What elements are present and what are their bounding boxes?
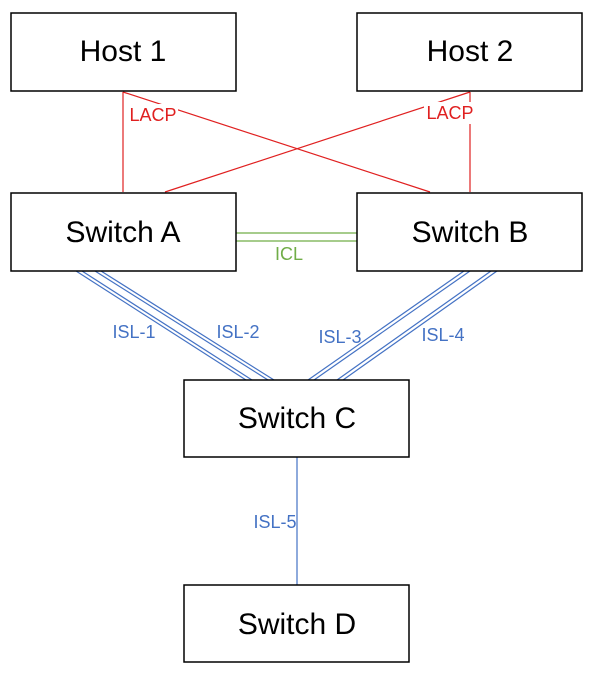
- switch-a-label: Switch A: [65, 216, 180, 249]
- switch-b-label: Switch B: [412, 216, 529, 249]
- isl-4-label: ISL-4: [421, 325, 464, 345]
- isl-1-link: [75, 270, 253, 381]
- lacp-right-label-bg: [424, 102, 476, 124]
- isl-5-label: ISL-5: [253, 512, 296, 532]
- lacp-link-host2-switch-a: [164, 91, 471, 193]
- isl-2-link: [94, 270, 275, 381]
- isl-3-link: [307, 270, 471, 381]
- switch-c-label: Switch C: [238, 402, 356, 435]
- isl-2-label: ISL-2: [216, 322, 259, 342]
- node-host-2: Host 2: [356, 12, 583, 92]
- icl-label: ICL: [275, 244, 303, 264]
- lacp-right-label: LACP: [426, 103, 473, 123]
- host-1-label: Host 1: [80, 35, 167, 68]
- node-switch-d: Switch D: [183, 584, 410, 663]
- lacp-left-label-bg: [126, 104, 178, 126]
- node-switch-c: Switch C: [183, 379, 410, 458]
- switch-d-label: Switch D: [238, 608, 356, 641]
- isl-1-label: ISL-1: [112, 322, 155, 342]
- node-switch-a: Switch A: [10, 192, 237, 272]
- icl-link: [236, 232, 357, 242]
- host-2-label: Host 2: [427, 35, 514, 68]
- node-switch-b: Switch B: [356, 192, 583, 272]
- isl-4-link: [336, 270, 498, 381]
- lacp-left-label: LACP: [129, 105, 176, 125]
- isl-links: [75, 270, 498, 585]
- node-host-1: Host 1: [10, 12, 237, 92]
- isl-3-label: ISL-3: [318, 327, 361, 347]
